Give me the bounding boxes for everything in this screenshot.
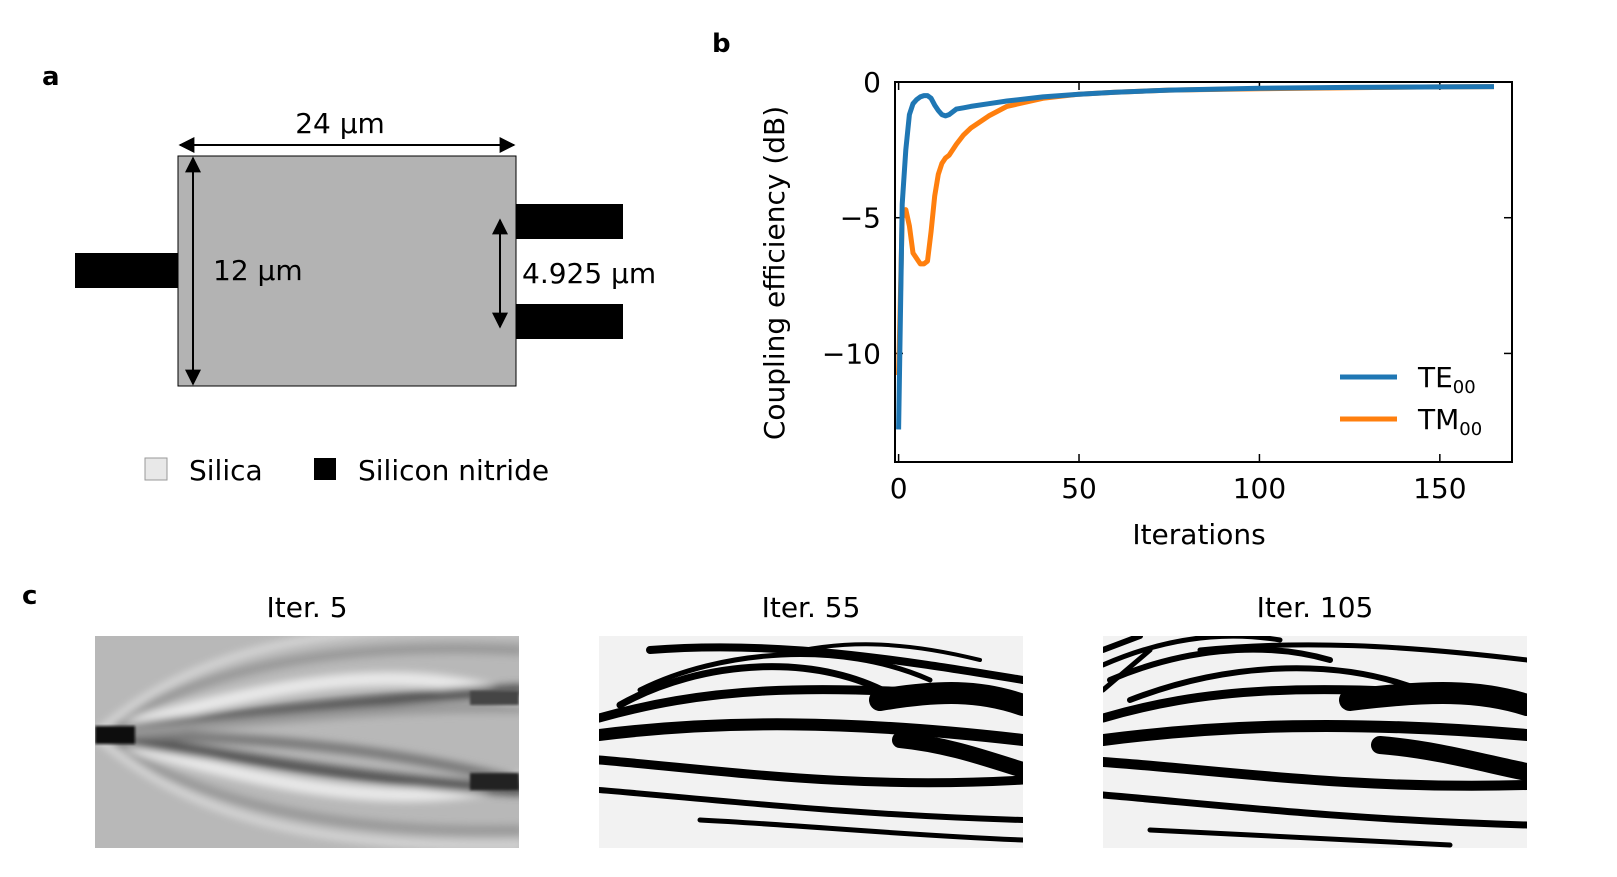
x-axis-label: Iterations [1132, 518, 1265, 551]
panel-c-label: c [22, 581, 37, 611]
y-tick-label: −10 [822, 337, 881, 370]
field-title-iter-55: Iter. 55 [762, 591, 861, 624]
silica-label: Silica [189, 454, 263, 487]
silica-swatch [144, 457, 168, 481]
field-image-iter-55 [599, 636, 1023, 848]
output-waveguide-top [516, 204, 623, 239]
x-tick-label: 100 [1233, 472, 1286, 505]
silicon-nitride-label: Silicon nitride [358, 454, 549, 487]
device-schematic [75, 137, 623, 387]
y-axis-label: Coupling efficiency (dB) [758, 106, 791, 440]
legend-label-tm: TM00 [1417, 403, 1482, 440]
x-tick-label: 50 [1061, 472, 1097, 505]
series-lines [896, 84, 1495, 430]
y-ticks: 0 −5 −10 [822, 66, 1512, 370]
field-title-iter-5: Iter. 5 [266, 591, 347, 624]
y-tick-label: 0 [863, 66, 881, 99]
x-tick-label: 0 [890, 472, 908, 505]
material-legend: Silica Silicon nitride [144, 454, 549, 487]
panel-a-label: a [42, 62, 60, 92]
series-line-tm [896, 84, 1495, 376]
input-waveguide [75, 253, 180, 288]
coupling-efficiency-chart: 0 −5 −10 0 50 100 150 Iterations Coupling eff… [758, 66, 1513, 551]
height-label: 12 µm [213, 254, 303, 287]
field-image-iter-5 [95, 636, 519, 848]
plot-frame [894, 81, 1513, 463]
width-label: 24 µm [295, 107, 385, 140]
design-region [177, 155, 517, 387]
silicon-nitride-swatch [314, 458, 336, 480]
x-ticks: 0 50 100 150 [890, 82, 1467, 505]
x-tick-label: 150 [1413, 472, 1466, 505]
gap-label: 4.925 µm [522, 257, 656, 290]
legend-label-te: TE00 [1417, 361, 1476, 398]
series-line-te [896, 84, 1495, 430]
panel-b-label: b [712, 29, 731, 59]
field-title-iter-105: Iter. 105 [1257, 591, 1374, 624]
field-image-iter-105 [1103, 636, 1527, 848]
y-tick-label: −5 [840, 202, 881, 235]
output-waveguide-bottom [516, 304, 623, 339]
